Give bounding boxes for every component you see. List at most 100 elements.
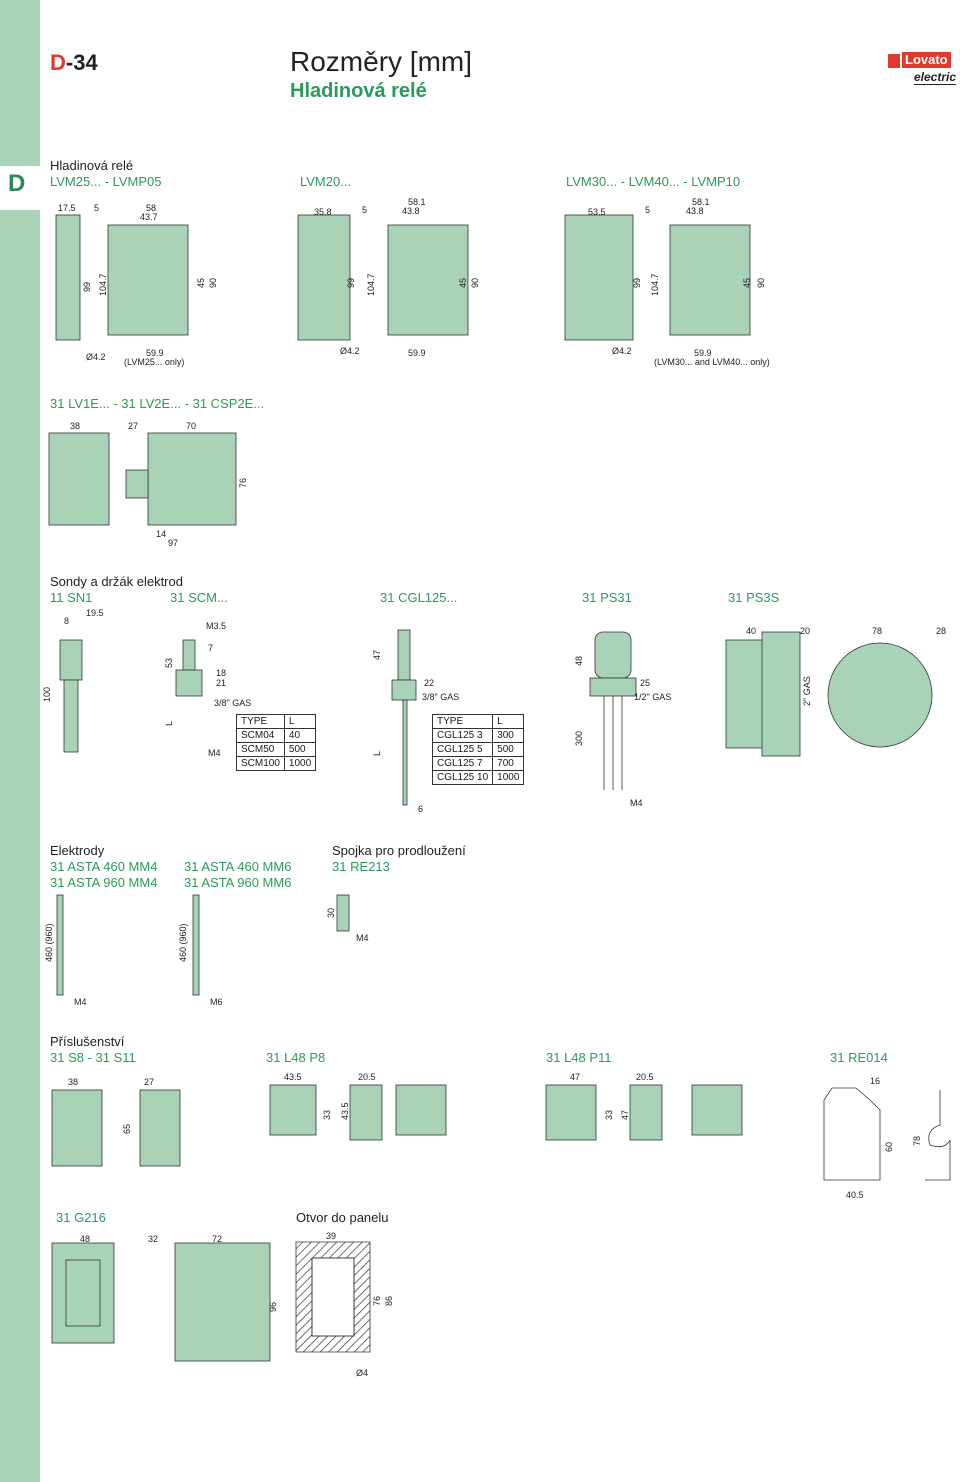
section3-group-sn1: 11 SN1 (50, 590, 93, 605)
dim-label: 78 (872, 626, 883, 636)
dim-label: 48 (574, 655, 584, 666)
probe-sn1-head (59, 639, 83, 681)
socket-s8-front (51, 1089, 103, 1167)
dim-label: 30 (326, 907, 336, 918)
dim-label: 76 (372, 1295, 382, 1306)
dim-label: Ø4.2 (612, 346, 632, 356)
dim-label: 19.5 (86, 608, 104, 618)
section4-heading: Elektrody (50, 843, 105, 858)
section3-group-ps31: 31 PS31 (582, 590, 632, 605)
table-cell: CGL125 5 (431, 742, 494, 757)
dim-label: 32 (148, 1234, 159, 1244)
table-cell: 40 (283, 728, 317, 743)
dim-label: 99 (346, 277, 356, 288)
table-header: TYPE (431, 714, 494, 729)
dim-label: M4 (356, 933, 369, 943)
section4-item: 31 ASTA 960 MM6 (184, 875, 292, 890)
dim-label: 45 (742, 277, 752, 288)
relay-lvm20-side (387, 224, 469, 336)
dim-label: M4 (630, 798, 643, 808)
table-cell: CGL125 3 (431, 728, 494, 743)
dim-label: 100 (42, 686, 52, 702)
table-cell: 1000 (283, 756, 317, 771)
dim-label: 8 (64, 616, 70, 626)
dim-label: 43.7 (140, 212, 158, 222)
dim-label: 5 (645, 205, 651, 215)
logo-top: Lovato (902, 52, 951, 68)
dim-label: 16 (870, 1076, 881, 1086)
dim-label: 78 (912, 1135, 922, 1146)
dim-label: 43.5 (340, 1102, 350, 1120)
panel-cutout-hatch (295, 1241, 371, 1353)
dim-label: 45 (196, 277, 206, 288)
dim-label: 460 (960) (44, 923, 54, 962)
table-cell: 500 (492, 742, 525, 757)
dim-label: 17.5 (58, 203, 76, 213)
logo-mark (888, 54, 900, 68)
dim-label: M6 (210, 997, 223, 1007)
probe-scm-top (182, 639, 196, 671)
section3-group-cgl: 31 CGL125... (380, 590, 458, 605)
dim-label: 99 (632, 277, 642, 288)
frame-g216 (51, 1242, 115, 1344)
section1-group-a: LVM25... - LVMP05 (50, 174, 162, 189)
dim-label: 27 (144, 1077, 155, 1087)
table-cell: 700 (492, 756, 525, 771)
dim-label: M4 (208, 748, 221, 758)
relay-lv1e-plug (125, 469, 149, 499)
section5-heading: Příslušenství (50, 1034, 125, 1049)
relay-lvm30-side (669, 224, 751, 336)
dim-label: 58.1 (692, 197, 710, 207)
relay-lvm20-front (297, 214, 351, 341)
dim-label: 38 (68, 1077, 79, 1087)
dim-label: 53.5 (588, 207, 606, 217)
dim-label: 33 (604, 1109, 614, 1120)
dim-label: 1/2" GAS (634, 692, 672, 702)
frame-g216-side (174, 1242, 271, 1362)
dim-label: 25 (640, 678, 651, 688)
socket-p8-front (269, 1084, 317, 1136)
dim-label: 18 (216, 668, 227, 678)
dim-label: 20 (800, 626, 811, 636)
dim-label: 59.9 (694, 348, 712, 358)
table-header: L (492, 714, 525, 729)
dim-label: 53 (164, 657, 174, 668)
probe-ps3s-top (827, 642, 933, 748)
dim-label: M3.5 (206, 621, 227, 631)
dim-label: Ø4.2 (86, 352, 106, 362)
dim-label: 86 (384, 1295, 394, 1306)
table-cell: CGL125 7 (431, 756, 494, 771)
brand-logo: Lovato electric (884, 52, 958, 86)
table-header: L (283, 714, 317, 729)
section4-heading2: Spojka pro prodloužení (332, 843, 466, 858)
frame-g216-window (65, 1259, 101, 1327)
dim-label: 43.5 (284, 1072, 302, 1082)
dim-label: 40.5 (846, 1190, 864, 1200)
page-number: -34 (65, 50, 98, 75)
dim-label: 58.1 (408, 197, 426, 207)
section6-group-panel: Otvor do panelu (296, 1210, 389, 1225)
dim-label: 104.7 (366, 273, 376, 296)
probe-cgl-nut (391, 679, 417, 701)
dim-label: 27 (128, 421, 139, 431)
section6-group-g216: 31 G216 (56, 1210, 106, 1225)
section3-group-ps3s: 31 PS3S (728, 590, 780, 605)
clip-re014-front (823, 1087, 881, 1181)
dim-label: 3/8" GAS (422, 692, 460, 702)
dim-label: 28 (936, 626, 947, 636)
page-title: Rozměry [mm] (290, 46, 472, 77)
dim-label: 20.5 (636, 1072, 654, 1082)
dim-label: 22 (424, 678, 435, 688)
section4-item: 31 ASTA 460 MM6 (184, 859, 292, 874)
dim-label: 460 (960) (178, 923, 188, 962)
sidebar-letter: D (8, 170, 26, 197)
dim-label: 65 (122, 1123, 132, 1134)
logo-bottom: electric (913, 70, 956, 85)
probe-ps3s-flange (761, 631, 801, 757)
dim-label: 39 (326, 1231, 337, 1241)
dim-label: 60 (884, 1141, 894, 1152)
table-cell: 1000 (492, 770, 525, 785)
socket-p11-top (691, 1084, 743, 1136)
